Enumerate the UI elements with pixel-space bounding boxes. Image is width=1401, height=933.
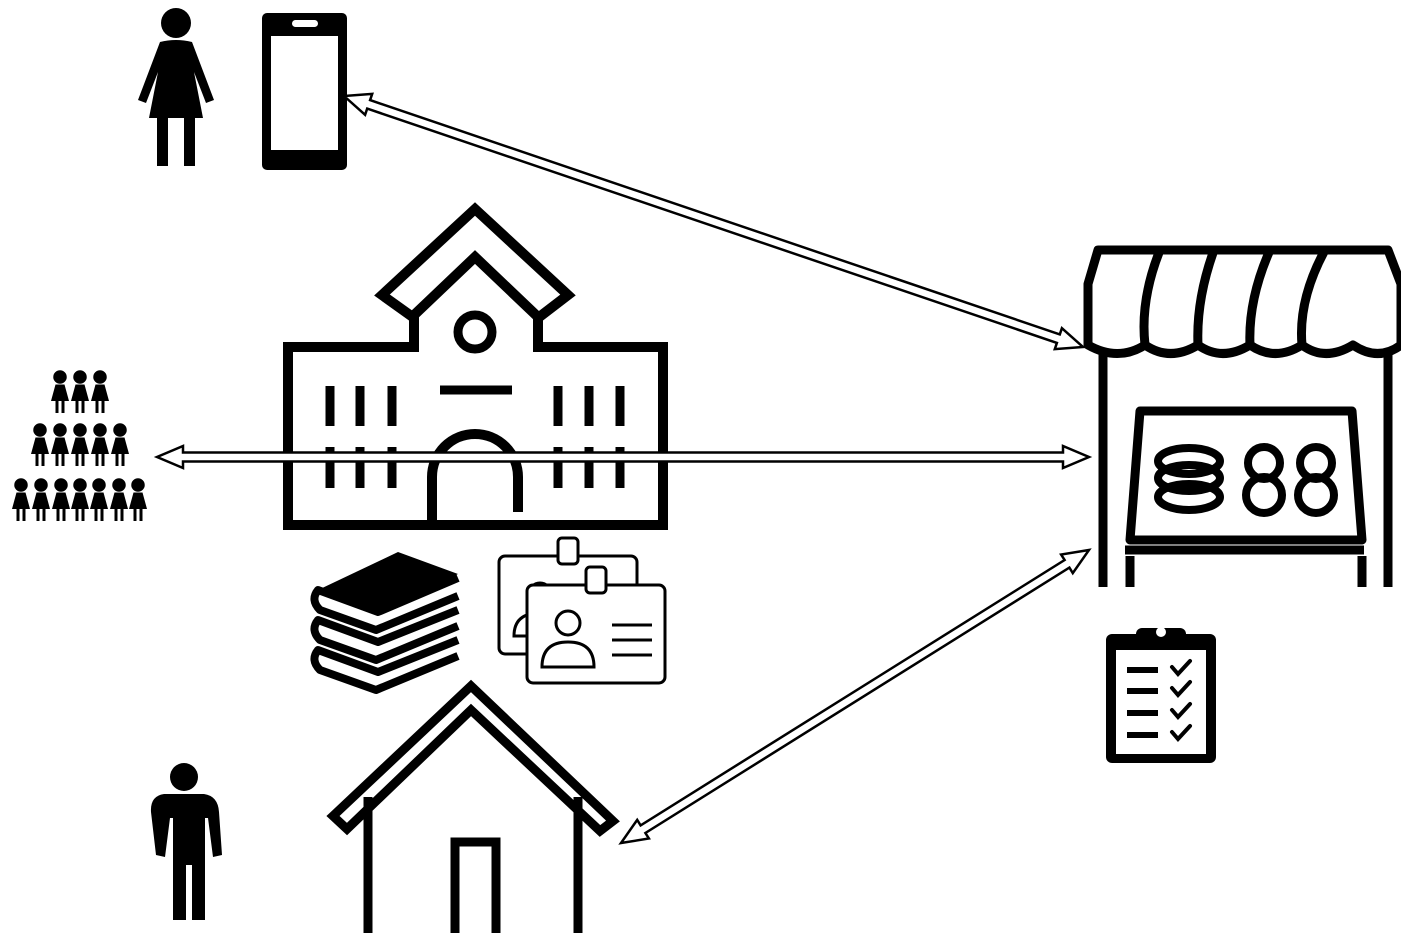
checklist-clipboard-icon [1106,627,1216,763]
market-stall-icon [1083,245,1401,587]
arrow-house-shop [618,548,1092,845]
smartphone-icon [262,13,347,170]
woman-icon [138,8,214,166]
id-cards-icon [497,536,667,685]
man-icon [150,763,222,920]
books-icon [310,552,460,694]
arrow-crowd-shop [153,444,1093,470]
arrows-layer [153,92,1093,845]
house-icon [326,679,620,933]
crowd-icon [12,370,147,521]
school-building-icon [283,202,668,530]
arrow-phone-shop [340,92,1087,351]
